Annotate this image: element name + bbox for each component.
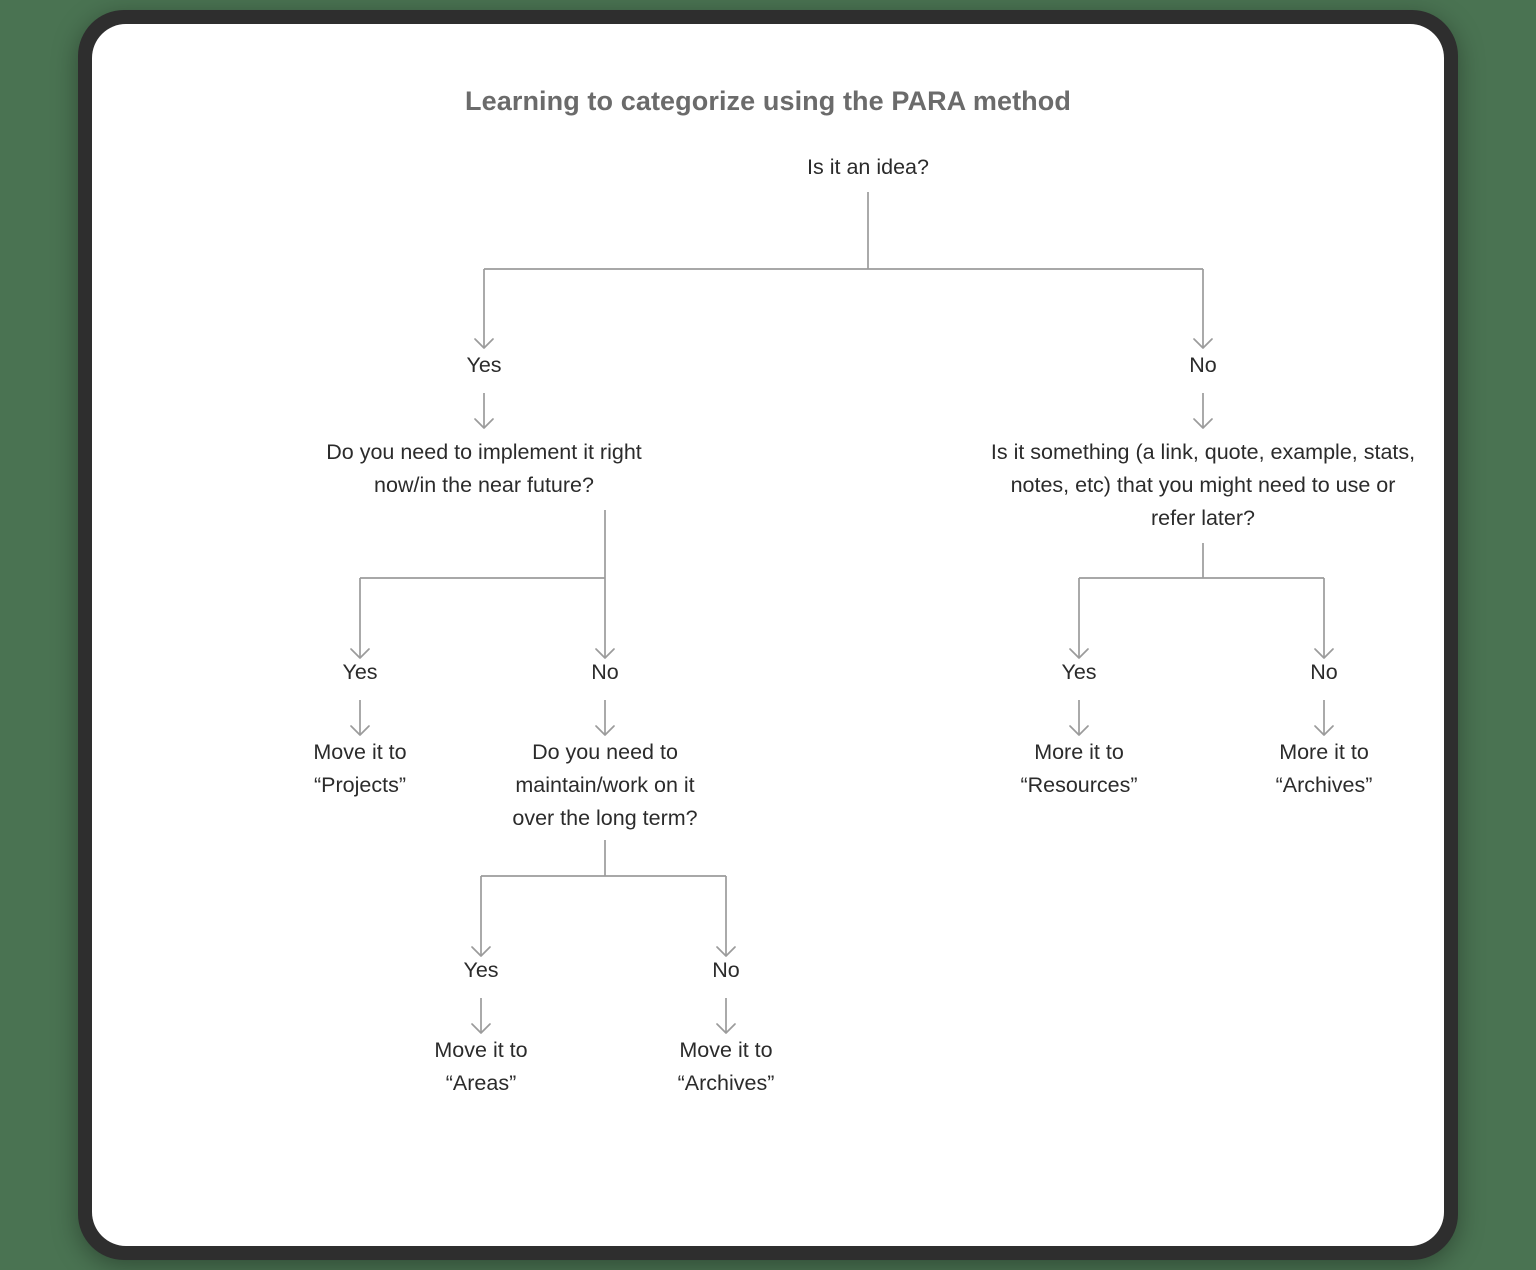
arrowhead-icon (1069, 648, 1089, 659)
arrowhead-icon (1314, 648, 1334, 659)
flow-node: Do you need to implement it right now/in … (326, 440, 642, 497)
flow-node: Do you need to maintain/work on it over th… (512, 740, 697, 830)
flow-node-line: “Archives” (1276, 773, 1373, 797)
arrowhead-icon (471, 1023, 491, 1034)
edge-label-yes: Yes (342, 660, 377, 684)
arrowhead-icon (1314, 725, 1334, 736)
edge-label-no: No (712, 958, 740, 982)
flow-node: Move it to “Areas” (434, 1038, 527, 1095)
arrowhead-icon (595, 648, 615, 659)
arrowhead-icon (474, 338, 494, 349)
arrowhead-icon (1193, 338, 1213, 349)
flow-node-line: “Areas” (446, 1071, 516, 1095)
arrowhead-icon (1069, 725, 1089, 736)
flow-node-line: More it to (1279, 740, 1369, 764)
diagram-card: Learning to categorize using the PARA me… (92, 24, 1444, 1246)
arrowhead-icon (350, 648, 370, 659)
flow-node: More it to “Archives” (1276, 740, 1373, 797)
flow-node-line: notes, etc) that you might need to use o… (1011, 473, 1396, 497)
label-group: Is it an idea? Do you need to implement i… (313, 155, 1415, 1095)
arrowhead-icon (1193, 418, 1213, 429)
flow-node-line: Do you need to (532, 740, 678, 764)
flow-node-line: “Archives” (678, 1071, 775, 1095)
arrowhead-icon (471, 946, 491, 957)
connector-group (350, 192, 1334, 1034)
flow-node-line: Move it to (313, 740, 406, 764)
flow-node-line: now/in the near future? (374, 473, 594, 497)
arrowhead-icon (595, 725, 615, 736)
flow-node: Move it to “Archives” (678, 1038, 775, 1095)
edge-label-yes: Yes (1061, 660, 1096, 684)
edge-label-no: No (1189, 353, 1217, 377)
flow-node-line: Move it to (434, 1038, 527, 1062)
flow-node: Move it to “Projects” (313, 740, 406, 797)
flow-node-line: “Projects” (314, 773, 406, 797)
flowchart-canvas: Is it an idea? Do you need to implement i… (313, 155, 1415, 1095)
flow-node: More it to “Resources” (1020, 740, 1137, 797)
flow-node-line: Move it to (679, 1038, 772, 1062)
flow-node-line: refer later? (1151, 506, 1255, 530)
flow-node-line: “Resources” (1020, 773, 1137, 797)
edge-label-yes: Yes (463, 958, 498, 982)
page-title: Learning to categorize using the PARA me… (465, 86, 1071, 116)
flow-node-line: Is it something (a link, quote, example,… (991, 440, 1415, 464)
edge-label-no: No (591, 660, 619, 684)
arrowhead-icon (350, 725, 370, 736)
flow-node-line: More it to (1034, 740, 1124, 764)
arrowhead-icon (716, 946, 736, 957)
flow-node: Is it an idea? (807, 155, 929, 179)
flow-node-line: Is it an idea? (807, 155, 929, 179)
device-frame: Learning to categorize using the PARA me… (78, 10, 1458, 1260)
flow-node-line: maintain/work on it (515, 773, 694, 797)
arrowhead-icon (716, 1023, 736, 1034)
flow-node-line: over the long term? (512, 806, 697, 830)
arrowhead-icon (474, 418, 494, 429)
edge-label-no: No (1310, 660, 1338, 684)
flow-node: Is it something (a link, quote, example,… (991, 440, 1415, 530)
edge-label-yes: Yes (466, 353, 501, 377)
flow-node-line: Do you need to implement it right (326, 440, 642, 464)
